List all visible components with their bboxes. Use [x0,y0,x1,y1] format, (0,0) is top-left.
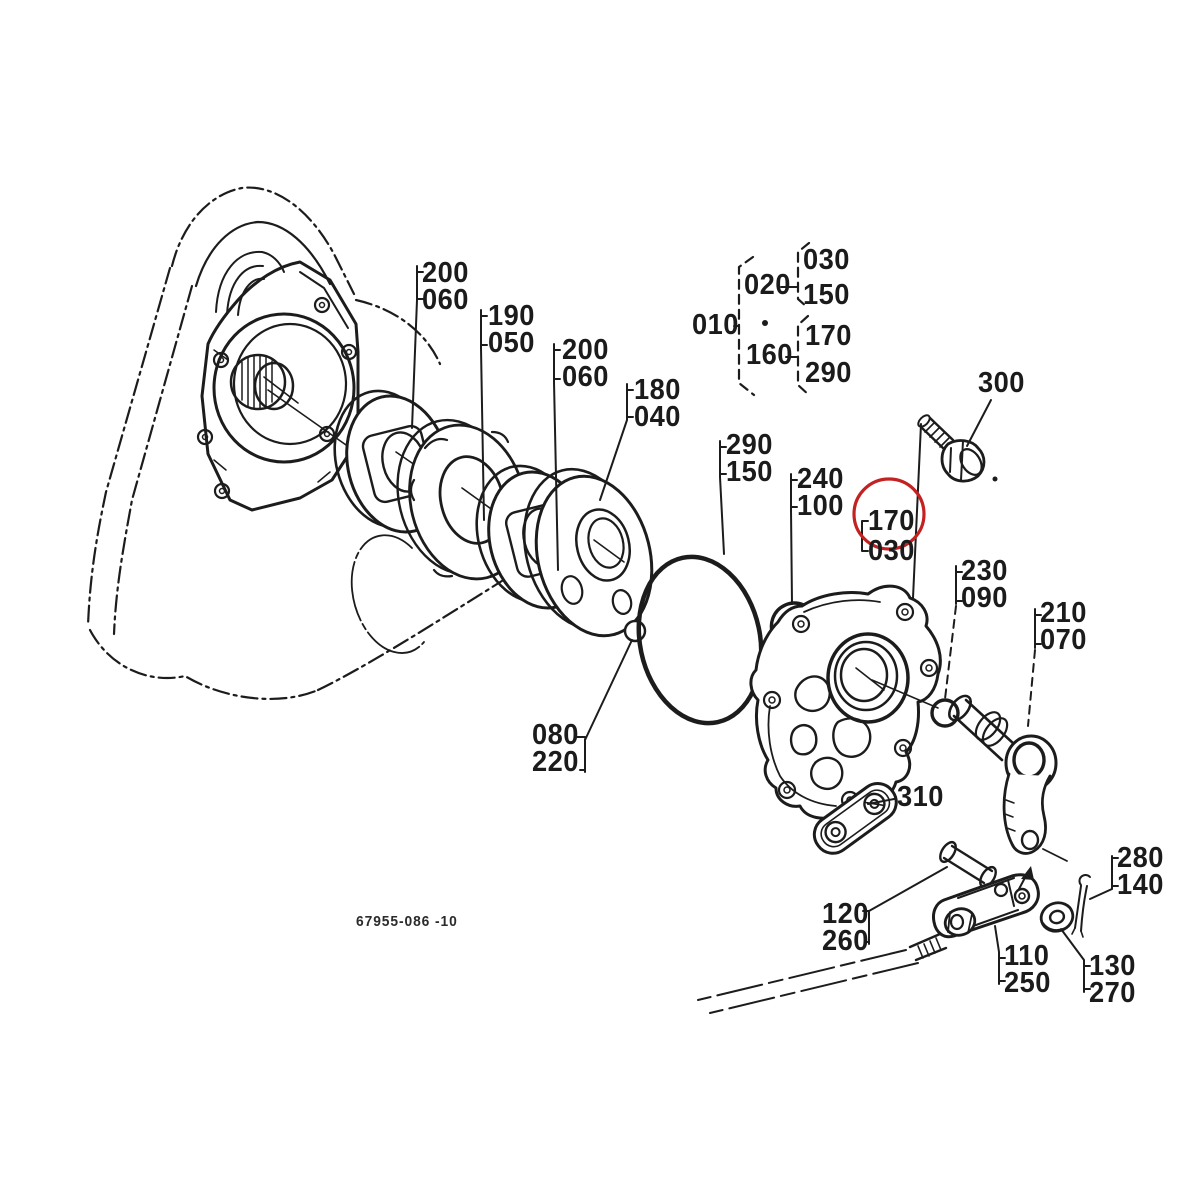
callout-number: 230 [961,555,1008,587]
callout-number: 280 [1117,842,1164,874]
callout-number: 300 [978,367,1025,399]
callout-clevis: 110 250 [1004,940,1051,999]
callout-number: 100 [797,490,844,522]
callout-number: 240 [797,463,844,495]
pump-cover-body [749,584,942,820]
dashed-group-brackets [737,241,812,398]
clevis-pin-part [939,840,997,889]
callout-sub-top: 020 [744,269,791,301]
callout-bolt: 300 [978,367,1025,399]
callout-number: 250 [1004,967,1051,999]
callout-sub-bottom: 160 [746,339,793,371]
callout-cotter-pin: 280 140 [1117,842,1164,901]
callout-number: 050 [488,327,535,359]
callout-number: 170 [868,505,915,537]
control-rod [697,949,919,1014]
pump-rotor [522,467,654,638]
callout-cam-plate: 190 050 [488,300,535,359]
callout-number: 130 [1089,950,1136,982]
assembly-arrow [1018,866,1034,890]
callout-group-upper: 030 150 [803,243,850,313]
callout-number: 220 [532,746,579,778]
callout-number: 310 [897,781,944,813]
callout-number: 200 [562,334,609,366]
callout-number: 030 [868,535,915,567]
callout-plate-second: 200 060 [562,334,609,393]
drawing-number: 67955-086 -10 [356,913,458,930]
callout-number: 180 [634,374,681,406]
callout-number: 060 [562,361,609,393]
joint-plate-part [812,782,898,855]
callout-number: 140 [1117,869,1164,901]
callout-number: 210 [1040,597,1087,629]
callout-washer: 130 270 [1089,950,1136,1009]
callout-rotor: 180 040 [634,374,681,433]
callout-number: 030 [803,244,850,276]
o-ring-large-part [636,554,764,726]
callout-ball: 080 220 [532,719,579,778]
callout-shaft: 210 070 [1040,597,1087,656]
callout-number: 190 [488,300,535,332]
lever-arm [1002,734,1068,862]
callout-number: 160 [746,339,793,371]
callout-number: 070 [1040,624,1087,656]
callout-number: 040 [634,401,681,433]
callout-group-lower: 170 290 [805,318,852,392]
callout-number: 080 [532,719,579,751]
cotter-pin-part [1071,874,1091,938]
callout-cover-circled: 170 030 [868,506,915,566]
callout-assembly: 010 [692,309,739,341]
hex-bolt [917,414,998,483]
pivot-shaft [948,694,1016,762]
callout-o-ring-small: 230 090 [961,555,1008,614]
callout-o-ring-large: 290 150 [726,429,773,488]
callout-number: 150 [803,279,850,311]
callout-number: 260 [822,925,869,957]
callout-number: 090 [961,582,1008,614]
callout-number: 110 [1004,940,1050,972]
callout-number: 270 [1089,977,1136,1009]
callout-leader-lines [411,265,1119,993]
check-ball [623,619,647,643]
callout-number: 200 [422,257,469,289]
clevis-part [908,873,1040,962]
washer-part [1039,901,1075,933]
group-center-dot [762,320,768,326]
callout-number: 150 [726,456,773,488]
transmission-housing-face [194,220,360,512]
callout-joint-plate: 310 [897,781,944,813]
callout-number: 290 [726,429,773,461]
o-ring-small-part [930,698,960,728]
callout-number: 290 [805,357,852,389]
housing-boss-arc [350,534,425,654]
callout-clevis-pin: 120 260 [822,898,869,957]
callout-plate-first: 200 060 [422,257,469,316]
callout-snap-ring: 240 100 [797,463,844,522]
callout-number: 010 [692,309,739,341]
red-highlight-circle [852,477,926,551]
callout-number: 170 [805,320,852,352]
callout-number: 020 [744,269,791,301]
splined-shaft-stub [229,353,357,453]
callout-number: 120 [822,898,869,930]
callout-number: 060 [422,284,469,316]
